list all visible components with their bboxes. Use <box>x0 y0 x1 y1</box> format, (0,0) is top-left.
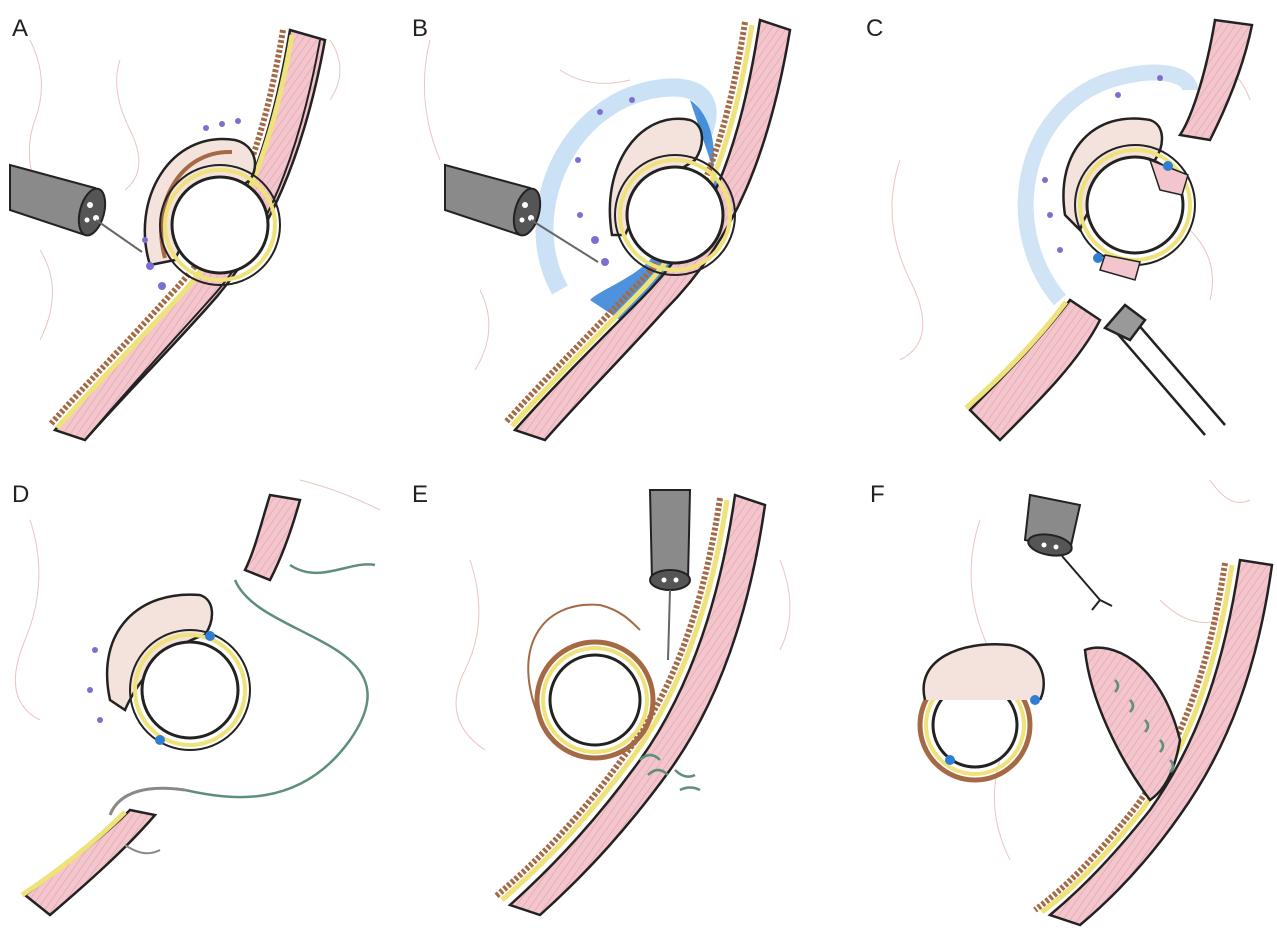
panel-label-d: D <box>12 481 29 508</box>
endoscope-icon <box>445 165 545 238</box>
grasping-forceps-icon <box>1062 556 1112 610</box>
panel-label-c: C <box>866 15 883 42</box>
muscle-ring <box>172 177 268 273</box>
muscle-ring <box>142 642 238 738</box>
panel-e: E <box>412 481 765 915</box>
injection-needle-icon <box>96 220 142 252</box>
vessel-dots <box>87 647 103 723</box>
endoscope-icon <box>1025 495 1080 559</box>
endoscope-icon <box>10 165 110 238</box>
panel-c: C <box>866 15 1252 440</box>
panel-label-f: F <box>870 481 885 508</box>
panel-a: A <box>10 15 325 440</box>
muscle-ring <box>627 167 723 263</box>
panel-label-e: E <box>412 481 428 508</box>
resected-specimen <box>924 644 1044 700</box>
panel-label-b: B <box>412 15 428 42</box>
suture-needle <box>110 788 185 815</box>
closed-defect <box>1085 648 1180 800</box>
bowel-wall-lower <box>25 810 155 915</box>
panel-b: B <box>412 15 790 440</box>
panel-f: F <box>870 481 1272 925</box>
panel-label-a: A <box>12 15 28 42</box>
bowel-wall-lower <box>970 300 1100 440</box>
endoscope-icon <box>650 490 690 590</box>
grasping-forceps-icon <box>1105 305 1225 435</box>
muscle-ring <box>550 655 640 745</box>
panel-d: D <box>12 481 375 915</box>
